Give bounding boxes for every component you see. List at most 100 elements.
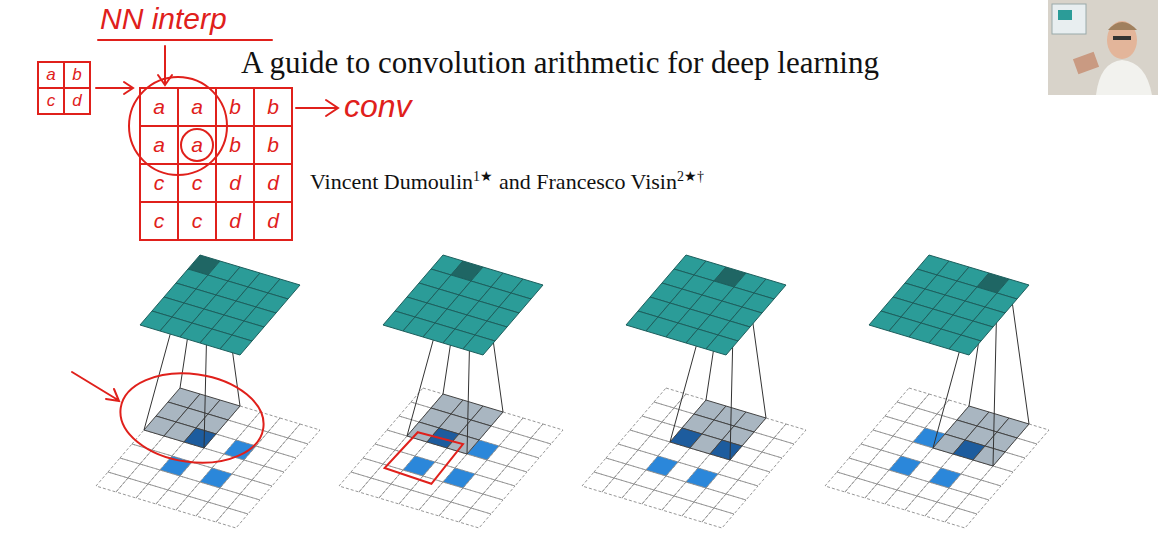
grid-letter: a (153, 95, 165, 119)
padding-cell (682, 502, 714, 522)
padding-cell (339, 472, 371, 492)
padding-cell (156, 490, 188, 510)
padding-cell (849, 444, 881, 464)
padding-cell (192, 448, 224, 468)
slide-title: A guide to convolution arithmetic for de… (220, 40, 900, 86)
handwritten-note: conv (344, 88, 412, 125)
padding-cell (674, 482, 706, 502)
padding-cell (519, 438, 551, 458)
padding-cell (726, 480, 758, 500)
panel (96, 255, 320, 528)
convolution-panels (96, 255, 1049, 528)
padding-cell (120, 444, 152, 464)
padding-cell (857, 464, 889, 484)
padding-cell (897, 476, 929, 496)
padding-cell (375, 430, 407, 450)
small-grid-lines (38, 62, 90, 114)
padding-cell (762, 438, 794, 458)
padding-cell (148, 470, 180, 490)
padding-cell (208, 488, 240, 508)
padding-cell (945, 508, 977, 528)
input-cell (686, 468, 718, 488)
video-hair (1108, 22, 1137, 30)
padding-cell (351, 458, 383, 478)
padding-cell (706, 474, 738, 494)
padding-cell (176, 496, 208, 516)
grid-letter: c (154, 209, 165, 233)
padding-cell (252, 466, 284, 486)
padding-cell (885, 402, 917, 422)
kernel-cell (184, 428, 216, 448)
grid-letter: d (229, 209, 241, 233)
padding-cell (371, 464, 403, 484)
padding-cell (662, 496, 694, 516)
padding-cell (638, 436, 670, 456)
padding-cell (511, 418, 543, 438)
padding-cell (694, 488, 726, 508)
padding-cell (873, 416, 905, 436)
padding-cell (905, 496, 937, 516)
video-glasses (1113, 36, 1131, 40)
padding-cell (96, 472, 128, 492)
padding-cell (228, 494, 260, 514)
padding-cell (917, 482, 949, 502)
padding-cell (837, 458, 869, 478)
padding-cell (642, 402, 674, 422)
padding-cell (630, 416, 662, 436)
grid-letter: b (229, 95, 241, 119)
grid-letter: a (191, 95, 203, 119)
grid-letter: a (191, 133, 203, 157)
padding-cell (487, 446, 519, 466)
padding-cell (451, 488, 483, 508)
padding-cell (419, 496, 451, 516)
padding-cell (774, 424, 806, 444)
padding-cell (702, 508, 734, 528)
input-cell (889, 456, 921, 476)
video-slide-grid (1058, 10, 1072, 20)
kernel-cell (973, 446, 1005, 466)
padding-cell (981, 466, 1013, 486)
handwritten-note: NN interp (100, 2, 227, 36)
padding-cell (606, 444, 638, 464)
padding-cell (937, 488, 969, 508)
speaker-video (1048, 0, 1158, 95)
padding-cell (602, 478, 634, 498)
author-name: and Francesco Visin (499, 169, 677, 194)
grid-letter: c (47, 91, 56, 111)
grid-letter: c (192, 209, 203, 233)
output-cell (949, 335, 981, 355)
video-head (1107, 21, 1137, 59)
padding-cell (196, 502, 228, 522)
padding-cell (738, 466, 770, 486)
padding-cell (116, 478, 148, 498)
padding-cell (750, 452, 782, 472)
padding-cell (905, 408, 937, 428)
panel (339, 255, 563, 528)
padding-cell (897, 388, 929, 408)
padding-cell (359, 478, 391, 498)
padding-cell (463, 474, 495, 494)
affiliation-mark: 1★ (473, 169, 493, 184)
pointer-arrow (72, 372, 119, 401)
padding-cell (264, 452, 296, 472)
padding-cell (861, 430, 893, 450)
padding-cell (240, 480, 272, 500)
grid-letter: d (267, 171, 279, 195)
red-quad (385, 432, 463, 484)
padding-cell (622, 484, 654, 504)
grid-letter: b (229, 133, 241, 157)
grid-letter: d (267, 209, 279, 233)
video-hand (1073, 52, 1099, 75)
padding-cell (865, 484, 897, 504)
padding-cell (499, 432, 531, 452)
small-arrow (96, 82, 133, 94)
padding-cell (495, 466, 527, 486)
input-cell (646, 456, 678, 476)
padding-cell (216, 508, 248, 528)
padding-cell (845, 478, 877, 498)
grid-letter: b (267, 133, 279, 157)
padding-cell (188, 482, 220, 502)
output-cell (220, 335, 252, 355)
padding-cell (128, 464, 160, 484)
padding-cell (268, 418, 300, 438)
